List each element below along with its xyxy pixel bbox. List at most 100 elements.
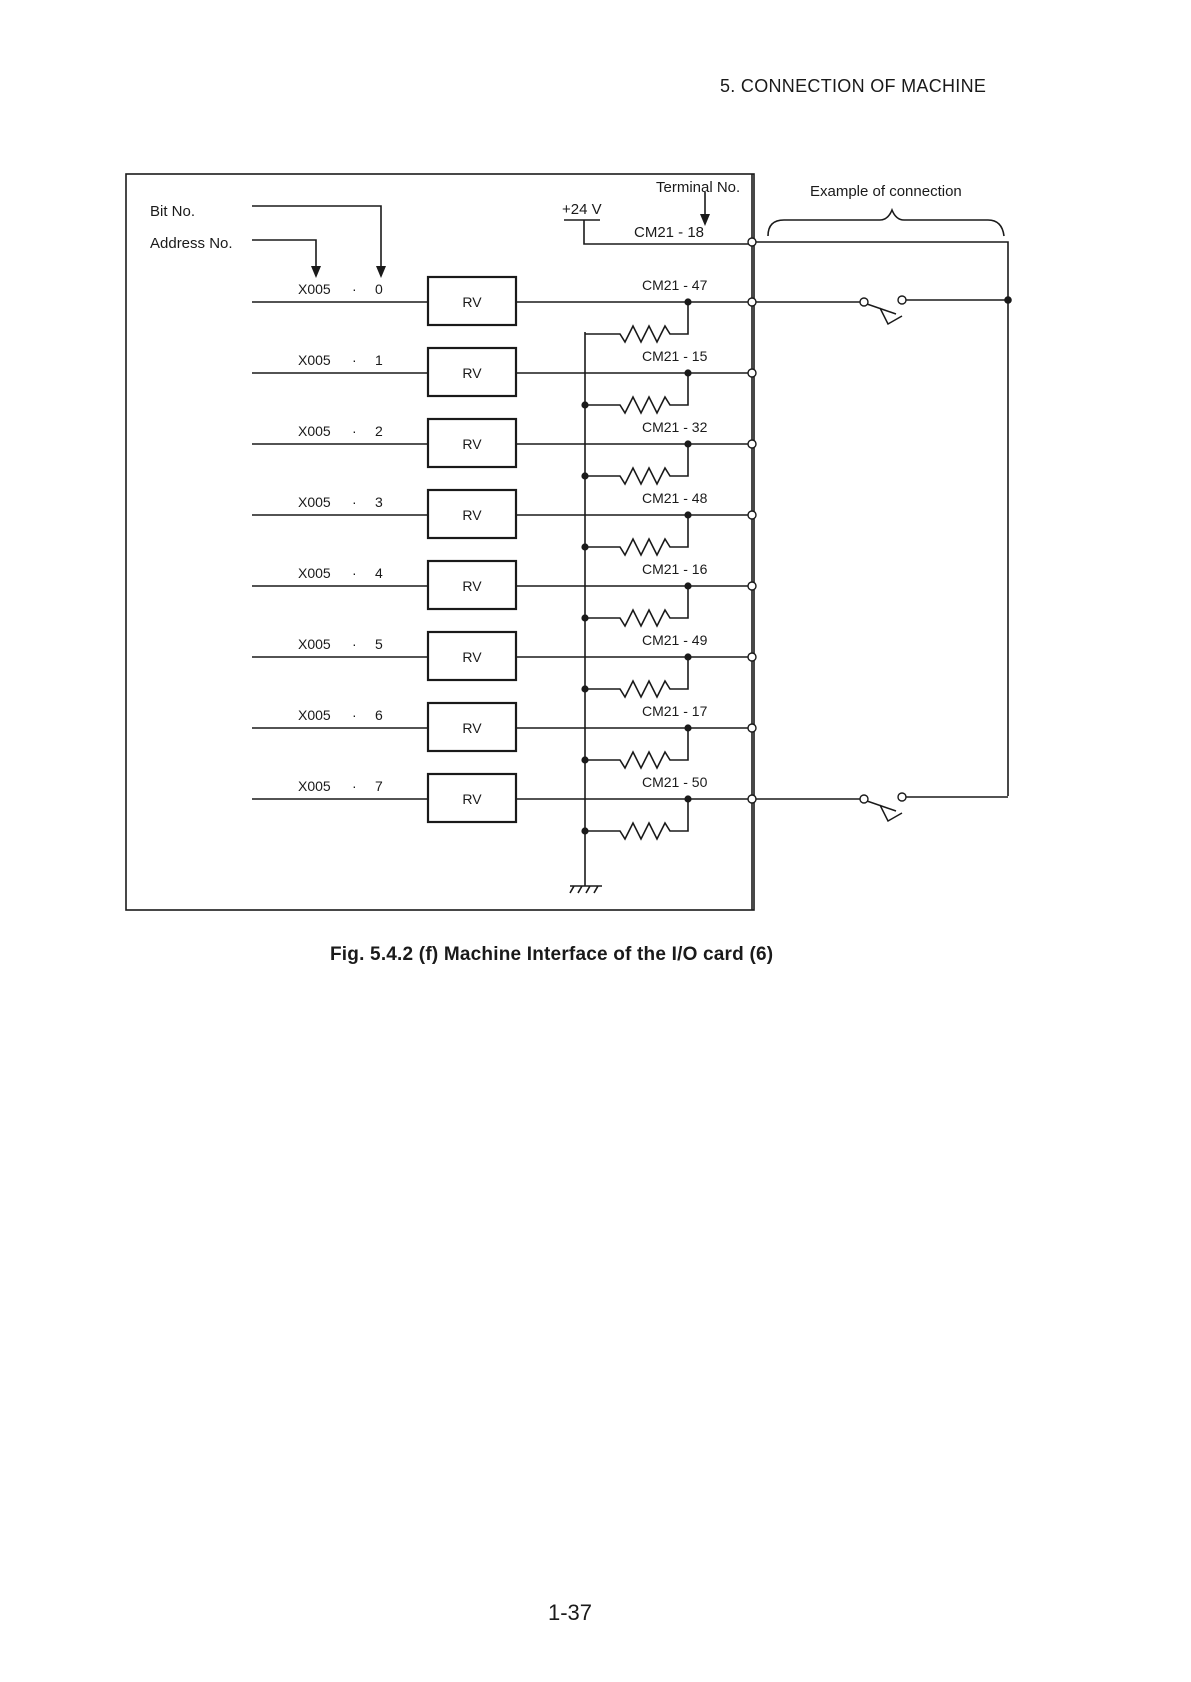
input-channel: X005 · 2RV CM21 - 32 <box>252 417 757 486</box>
resistor <box>585 373 689 415</box>
address-separator: · <box>352 707 357 723</box>
address-no-arrow-head <box>311 266 321 278</box>
switch-contact <box>897 295 907 305</box>
bit-label: 2 <box>375 423 383 439</box>
ground-symbol <box>569 885 602 894</box>
resistor <box>585 444 689 486</box>
page-number: 1-37 <box>548 1600 593 1625</box>
example-of-connection-label: Example of connection <box>810 183 962 200</box>
address-label: X005 <box>298 565 331 581</box>
input-channel: X005 · 4RV CM21 - 16 <box>252 559 757 628</box>
resistor <box>585 302 689 344</box>
address-separator: · <box>352 636 357 652</box>
terminal-label: CM21 - 48 <box>642 490 708 506</box>
terminal-open-dot <box>747 297 757 307</box>
terminal-open-dot <box>747 439 757 449</box>
supply-line <box>564 219 752 245</box>
receiver-label: RV <box>462 294 482 310</box>
receiver-label: RV <box>462 507 482 523</box>
bit-no-label: Bit No. <box>150 203 195 220</box>
bit-label: 7 <box>375 778 383 794</box>
address-label: X005 <box>298 281 331 297</box>
receiver-label: RV <box>462 720 482 736</box>
example-switch <box>756 295 1008 326</box>
address-label: X005 <box>298 636 331 652</box>
terminal-open-dot <box>747 368 757 378</box>
common-terminal-label: CM21 - 18 <box>634 224 704 241</box>
io-card-frame <box>125 173 755 911</box>
address-separator: · <box>352 778 357 794</box>
section-header: 5. CONNECTION OF MACHINE <box>720 76 987 96</box>
common-terminal-open-dot <box>747 237 757 247</box>
bit-label: 0 <box>375 281 383 297</box>
address-no-leader <box>252 239 317 268</box>
address-separator: · <box>352 281 357 297</box>
receiver-label: RV <box>462 578 482 594</box>
bit-no-arrow-head <box>376 266 386 278</box>
receiver-box <box>426 630 518 682</box>
receiver-box <box>426 346 518 398</box>
resistor <box>585 515 689 557</box>
address-separator: · <box>352 565 357 581</box>
resistor <box>585 728 689 770</box>
bit-label: 6 <box>375 707 383 723</box>
address-label: X005 <box>298 778 331 794</box>
terminal-label: CM21 - 17 <box>642 703 708 719</box>
bit-label: 3 <box>375 494 383 510</box>
bit-no-leader <box>252 205 382 268</box>
example-switch <box>756 792 1008 823</box>
bit-label: 1 <box>375 352 383 368</box>
switch-blade <box>866 800 903 823</box>
terminal-open-dot <box>747 652 757 662</box>
switch-contact <box>859 794 869 804</box>
resistor <box>585 657 689 699</box>
terminal-label: CM21 - 16 <box>642 561 708 577</box>
terminal-label: CM21 - 32 <box>642 419 708 435</box>
terminal-label: CM21 - 50 <box>642 774 708 790</box>
switch-blade <box>866 303 903 326</box>
ground-junction-dot <box>581 472 589 480</box>
switch-contact <box>897 792 907 802</box>
receiver-box <box>426 559 518 611</box>
bit-label: 5 <box>375 636 383 652</box>
terminal-no-arrow-head <box>700 214 710 226</box>
receiver-box <box>426 488 518 540</box>
receiver-box <box>426 417 518 469</box>
terminal-no-label: Terminal No. <box>656 179 740 196</box>
address-separator: · <box>352 423 357 439</box>
address-label: X005 <box>298 494 331 510</box>
receiver-box <box>426 275 518 327</box>
machine-interface-diagram: Bit No. Address No. Terminal No. +24 V C… <box>125 173 1012 911</box>
bit-label: 4 <box>375 565 383 581</box>
terminal-open-dot <box>747 723 757 733</box>
input-channel: X005 · 3RV CM21 - 48 <box>252 488 757 557</box>
example-brace <box>767 207 1005 237</box>
receiver-label: RV <box>462 436 482 452</box>
receiver-label: RV <box>462 365 482 381</box>
terminal-open-dot <box>747 794 757 804</box>
receiver-label: RV <box>462 791 482 807</box>
resistor <box>585 799 689 841</box>
external-junction-dot <box>1004 296 1012 304</box>
address-separator: · <box>352 352 357 368</box>
ground-junction-dot <box>581 401 589 409</box>
address-label: X005 <box>298 352 331 368</box>
terminal-open-dot <box>747 510 757 520</box>
address-no-label: Address No. <box>150 235 233 252</box>
switch-contact <box>859 297 869 307</box>
address-separator: · <box>352 494 357 510</box>
input-channel: X005 · 7RV CM21 - 50 <box>252 772 757 841</box>
terminal-open-dot <box>747 581 757 591</box>
supply-voltage-label: +24 V <box>562 201 602 218</box>
address-label: X005 <box>298 423 331 439</box>
external-common-line <box>752 241 1009 796</box>
terminal-label: CM21 - 49 <box>642 632 708 648</box>
ground-junction-dot <box>581 685 589 693</box>
ground-junction-dot <box>581 543 589 551</box>
receiver-box <box>426 701 518 753</box>
ground-junction-dot <box>581 827 589 835</box>
